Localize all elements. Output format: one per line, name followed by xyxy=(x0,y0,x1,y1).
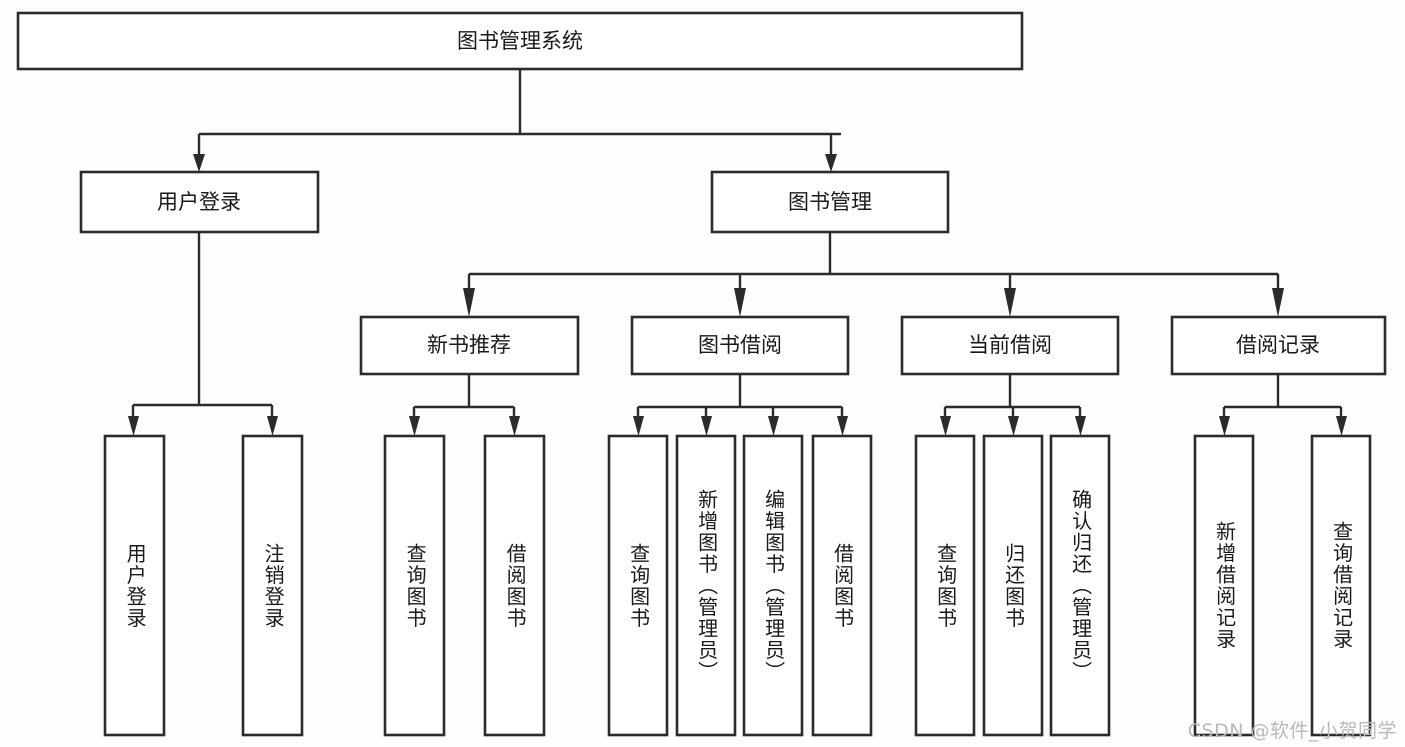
leaf-box[interactable] xyxy=(241,434,304,737)
node-borrow-record-label: 借阅记录 xyxy=(1236,333,1320,357)
node-book-management-label: 图书管理 xyxy=(788,190,872,214)
connector-book-mgmt-to-level3 xyxy=(463,232,1284,317)
leaf-box[interactable] xyxy=(982,434,1044,737)
connector-user-login-to-leaves xyxy=(128,232,278,436)
watermark-text: CSDN @软件_小贺同学 xyxy=(1187,720,1397,742)
leaf-box[interactable] xyxy=(914,434,976,737)
leaf-box[interactable] xyxy=(1310,434,1372,737)
leaf-box[interactable] xyxy=(1049,434,1111,737)
connector-record-to-leaves xyxy=(1219,374,1347,436)
node-new-book-recommend[interactable]: 新书推荐 xyxy=(359,315,580,376)
node-user-login-label: 用户登录 xyxy=(157,190,241,214)
leaf-boxes xyxy=(103,434,1372,737)
connector-borrow-to-leaves xyxy=(633,374,848,436)
node-root-label: 图书管理系统 xyxy=(457,29,583,53)
connector-newbook-to-leaves xyxy=(409,374,520,436)
node-current-borrow[interactable]: 当前借阅 xyxy=(900,315,1120,376)
leaf-box[interactable] xyxy=(103,434,166,737)
connector-current-to-leaves xyxy=(940,374,1086,436)
connector-root-to-level2 xyxy=(193,69,841,172)
leaf-box[interactable] xyxy=(383,434,446,737)
node-book-borrow[interactable]: 图书借阅 xyxy=(630,315,850,376)
leaf-box[interactable] xyxy=(1193,434,1255,737)
leaf-box[interactable] xyxy=(483,434,546,737)
leaf-box[interactable] xyxy=(742,434,804,737)
node-borrow-record[interactable]: 借阅记录 xyxy=(1170,315,1387,376)
node-user-login[interactable]: 用户登录 xyxy=(79,170,320,234)
node-root[interactable]: 图书管理系统 xyxy=(16,11,1024,71)
node-book-borrow-label: 图书借阅 xyxy=(698,333,782,357)
node-current-borrow-label: 当前借阅 xyxy=(968,333,1052,357)
leaf-box[interactable] xyxy=(607,434,669,737)
leaf-box[interactable] xyxy=(811,434,873,737)
node-book-management[interactable]: 图书管理 xyxy=(710,170,950,234)
node-new-book-recommend-label: 新书推荐 xyxy=(427,333,511,357)
leaf-box[interactable] xyxy=(675,434,737,737)
